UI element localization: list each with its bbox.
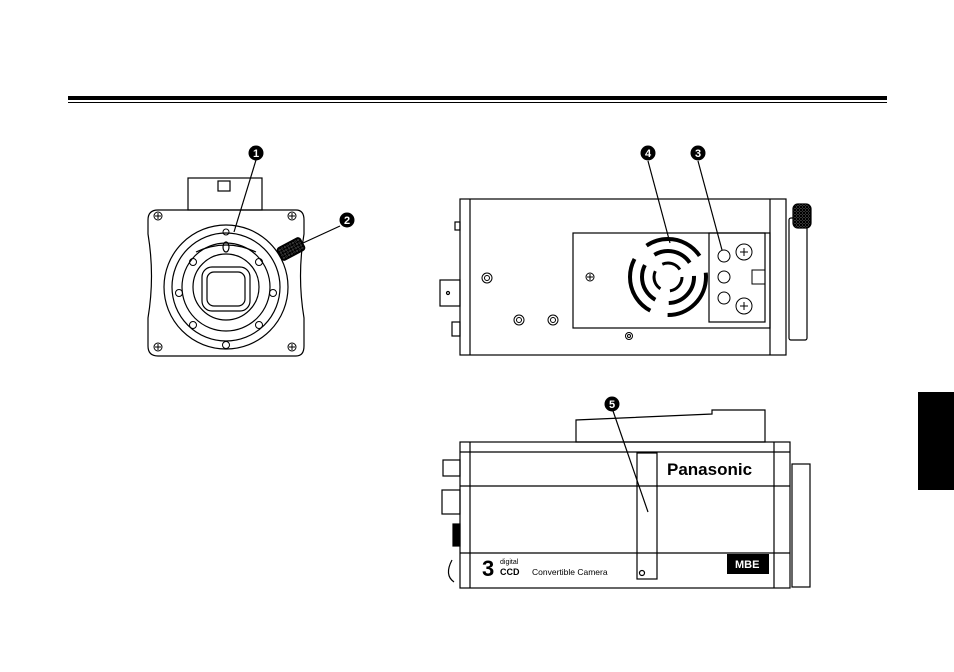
side-rear-connector-a [443,460,460,476]
top-button-upper [718,250,730,262]
callout-5-leader [612,408,648,512]
callout-2-leader [303,226,340,243]
front-body [148,210,304,356]
side-front-lens-ring [792,464,810,587]
top-rear-connector-c [452,322,460,336]
front-view [148,160,340,356]
callout-2-number: 2 [344,215,350,227]
model-text: Convertible Camera [532,567,608,577]
front-lens-opening [193,254,259,320]
side-view: Panasonic 3 digital CCD Convertible Came… [442,408,810,588]
top-button-middle [718,271,730,283]
callout-4-leader [648,161,670,243]
top-view [440,161,811,355]
front-bayonet-tab [196,245,256,252]
logo-digital: digital [500,559,519,566]
brand-logo: Panasonic [667,460,752,479]
front-mount-window [218,181,230,191]
callout-1-leader [234,160,256,232]
side-cable [448,560,454,582]
top-lock-knob [793,204,811,228]
front-mount-inner-ring [172,233,280,341]
logo-ccd: CCD [500,567,520,577]
front-bayonet-ring [182,243,270,331]
top-button-lower [718,292,730,304]
side-cover-strip [637,453,657,579]
front-mount-outer-ring [164,225,288,349]
side-rear-connector-b [442,490,460,514]
top-front-lens-ring [789,218,807,340]
side-top-mount [576,410,765,442]
mbe-badge-text: MBE [735,559,759,571]
callout-1-number: 1 [253,148,259,160]
callout-5-number: 5 [609,399,615,411]
top-control-items [718,244,765,314]
front-top-mount [188,178,262,210]
top-screws [482,273,633,340]
logo-digit: 3 [482,556,494,581]
top-body [460,199,786,355]
top-rear-connector-a [455,222,460,230]
callout-3-leader [698,161,722,250]
front-sensor-window-inner [207,272,245,306]
callout-3-number: 3 [695,148,701,160]
top-cable-clip [752,270,765,284]
top-control-panel [709,233,765,322]
top-rear-connector-pin [447,292,450,295]
callout-4-number: 4 [645,148,652,160]
side-rear-connector-c [453,524,460,546]
top-fan-vents [630,239,706,315]
side-cover-screw [640,571,645,576]
